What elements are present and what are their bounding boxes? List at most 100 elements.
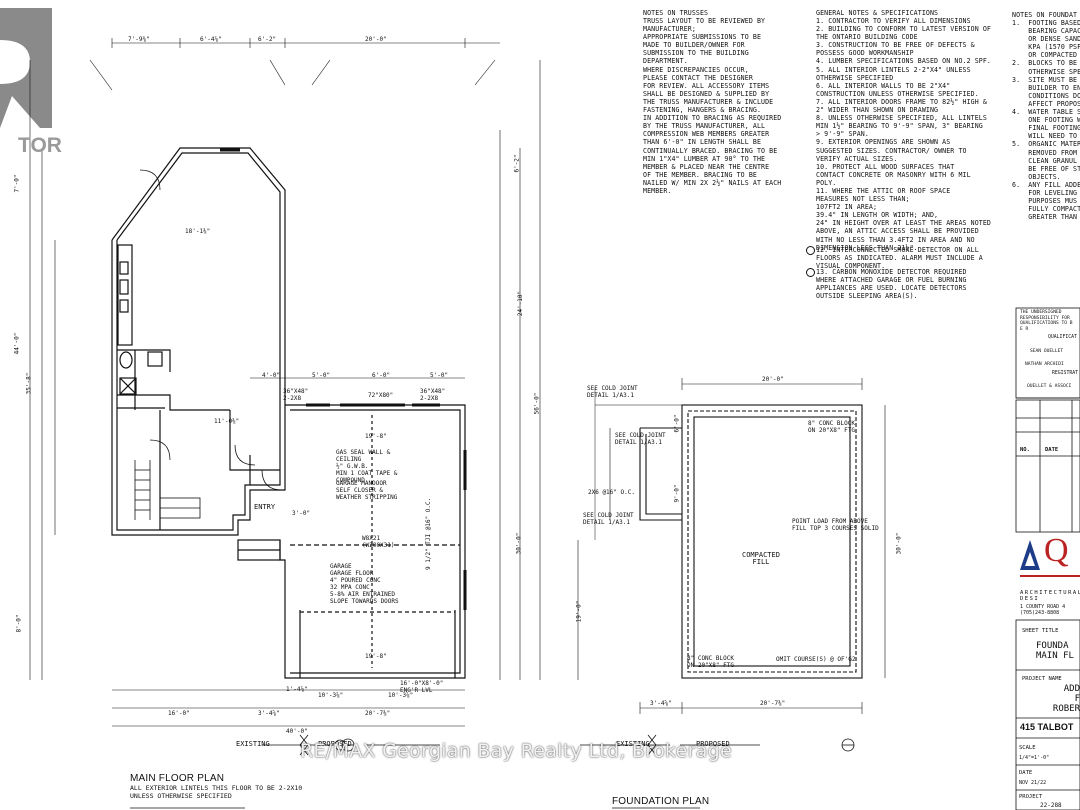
title-block-frame	[1015, 307, 1080, 810]
window-1-size: 36"X48" 2-2X8	[283, 388, 309, 402]
dim-right-1: 24'-10"	[517, 290, 525, 317]
notes-on-trusses-heading: NOTES ON TRUSSES	[643, 9, 709, 17]
dim-inner-3: 19'-8"	[365, 433, 387, 440]
smoke-detector-icon	[806, 246, 815, 255]
omit-courses-note: OMIT COURSE(S) @ OF'G2	[776, 656, 856, 663]
conc-block-note-1: 8" CONC BLOCK ON 20"X8" FTG	[808, 420, 855, 434]
foundation-dim-top: 20'-0"	[762, 376, 784, 383]
foundation-dim-left: 6'-0"	[673, 414, 681, 433]
dim-bottom-4: 10'-3⅞"	[318, 692, 344, 699]
foundation-existing-label: EXISTING	[616, 740, 650, 748]
firm-name-label: OUELLET & ASSOCI	[1027, 384, 1072, 389]
dim-left-2: 35'-8"	[25, 372, 33, 395]
dim-left-4: 8'-0"	[15, 614, 23, 633]
project-name: ADD F ROBER	[1052, 684, 1080, 714]
project-name-label: PROJECT NAME	[1022, 676, 1062, 682]
dim-top-3: 6'-2"	[258, 36, 277, 43]
dim-inner-5: 3'-0"	[292, 510, 311, 517]
conc-block-note-2: 8" CONC BLOCK ON 20"X8" FTG	[687, 655, 734, 669]
main-floor-plan-title: MAIN FLOOR PLAN	[130, 773, 225, 784]
nathan-label: NATHAN ARCHIDI	[1025, 362, 1064, 367]
sean-ouellet-label: SEAN OUELLET	[1030, 349, 1064, 354]
point-load-note: POINT LOAD FROM ABOVE FILL TOP 3 COURSES…	[792, 518, 879, 532]
dim-bottom-5: 10'-3⅞"	[388, 692, 414, 699]
studs-note: 2X6 @16" O.C.	[588, 489, 635, 496]
dim-bottom-3: 40'-0"	[286, 728, 308, 735]
cold-joint-note-1: SEE COLD JOINT DETAIL 1/A3.1	[587, 385, 638, 399]
main-floor-existing-proposed-marker	[262, 734, 440, 756]
dim-right-3: 30'-0"	[515, 532, 523, 555]
registration-label: REGISTRAT	[1052, 371, 1078, 376]
co-detector-icon	[806, 268, 815, 277]
dim-bottom-6: 3'-4⅝"	[258, 710, 280, 717]
dim-top-2: 6'-4⅞"	[200, 36, 222, 43]
date-label: DATE	[1019, 770, 1033, 776]
general-notes-item-13: 13. CARBON MONOXIDE DETECTOR REQUIRED WH…	[816, 268, 967, 301]
dim-top-4: 20'-0"	[365, 36, 387, 43]
foundation-dim-right: 30'-0"	[895, 532, 903, 555]
scale-value: 1/4"=1'-0"	[1019, 755, 1050, 761]
foundation-proposed-label: PROPOSED	[696, 740, 730, 748]
garage-note: GARAGE GARAGE FLOOR 4" POURED CONC 32 MP…	[330, 563, 399, 605]
joist-label: 9 1/2" TJI @16" O.C.	[425, 497, 432, 570]
main-existing-label: EXISTING	[236, 740, 270, 748]
dim-bottom-7: 1'-4⅞"	[286, 686, 308, 693]
notes-on-foundation-heading: NOTES ON FOUNDAT	[1012, 11, 1078, 19]
project-label: PROJECT	[1019, 794, 1043, 800]
foundation-dim-bottom-1: 3'-4⅝"	[650, 700, 672, 707]
cold-joint-note-3: SEE COLD JOINT DETAIL 1/A3.1	[583, 512, 634, 526]
dim-inner-4: 19'-8"	[365, 653, 387, 660]
garage-mandoor-note: GARAGE MANDOOR SELF CLOSER & WEATHER STR…	[336, 480, 398, 501]
entry-label: ENTRY	[254, 503, 276, 511]
general-notes-body: 1. CONTRACTOR TO VERIFY ALL DIMENSIONS 2…	[816, 17, 991, 252]
qualification-label: QUALIFICAT	[1048, 335, 1077, 340]
cold-joint-note-2: SEE COLD JOINT DETAIL 1/A3.1	[615, 432, 666, 446]
garage-door-dim: 16'-0"X8'-0" ENG'R LVL	[400, 680, 444, 694]
main-floor-section-marker	[341, 738, 355, 752]
watermark-logo-text: TOR	[18, 134, 62, 157]
firm-address-label: 1 COUNTY ROAD 4 (705)243-8808	[1020, 604, 1066, 616]
main-floor-dimension-lines	[29, 38, 541, 727]
beam-label: W8X21 (W200X31)	[362, 535, 395, 549]
notes-on-foundation-body: 1. FOOTING BASED BEARING CAPAC OR DENSE …	[1012, 19, 1080, 222]
main-proposed-label: PROPOSED	[318, 740, 352, 748]
firm-logo-letter: Q	[1044, 532, 1069, 569]
window-3-size: 36"X48" 2-2X8	[420, 388, 446, 402]
revision-no-header: NO.	[1020, 447, 1030, 453]
general-notes-heading: GENERAL NOTES & SPECIFICATIONS	[816, 9, 939, 17]
dim-right-2: 56'-0"	[533, 392, 541, 415]
foundation-plan-walls	[594, 388, 863, 679]
dim-bottom-1: 16'-0"	[168, 710, 190, 717]
foundation-dim-left-2: 9'-0"	[673, 484, 681, 503]
dim-mid-1: 4'-0"	[262, 372, 281, 379]
sheet-title: FOUNDA MAIN FL	[1036, 641, 1074, 661]
foundation-dimension-lines	[577, 378, 886, 714]
foundation-dim-bottom-2: 20'-7⅜"	[760, 700, 786, 707]
dim-mid-4: 5'-0"	[430, 372, 449, 379]
gas-seal-note: GAS SEAL WALL & CEILING ½" G.W.B. MIN 1 …	[336, 449, 398, 484]
date-value: NOV 21/22	[1019, 780, 1047, 786]
notes-on-trusses-body: TRUSS LAYOUT TO BE REVIEWED BY MANUFACTU…	[643, 17, 782, 195]
dim-top-1: 7'-9⅜"	[128, 36, 150, 43]
scale-label: SCALE	[1019, 745, 1036, 751]
revision-date-header: DATE	[1045, 447, 1059, 453]
dim-mid-3: 6'-0"	[372, 372, 391, 379]
sheet-title-label: SHEET TITLE	[1022, 628, 1059, 634]
main-floor-plan-subtitle: ALL EXTERIOR LINTELS THIS FLOOR TO BE 2-…	[130, 784, 303, 800]
project-number: 22-288	[1040, 802, 1062, 809]
project-address: 415 TALBOT	[1020, 722, 1074, 732]
foundation-plan-title: FOUNDATION PLAN	[612, 796, 710, 807]
dim-left-1: 44'-0"	[13, 332, 21, 355]
dim-inner-1: 18'-1⅜"	[185, 228, 211, 235]
main-floor-plan-walls	[111, 147, 467, 679]
compacted-fill-label: COMPACTED FILL	[742, 551, 780, 566]
foundation-dim-left-3: 19'-0"	[575, 600, 583, 623]
dim-right-4: 6'-2"	[513, 154, 521, 173]
architectural-design-label: ARCHITECTURAL DESI	[1020, 590, 1080, 602]
dim-mid-2: 5'-0"	[312, 372, 331, 379]
watermark-logo-icon	[0, 8, 52, 128]
brokerage-watermark: RE/MAX Georgian Bay Realty Ltd, Brokerag…	[300, 740, 733, 762]
dim-inner-2: 11'-0⅜"	[214, 418, 240, 425]
window-2-size: 72"X80"	[368, 392, 394, 399]
